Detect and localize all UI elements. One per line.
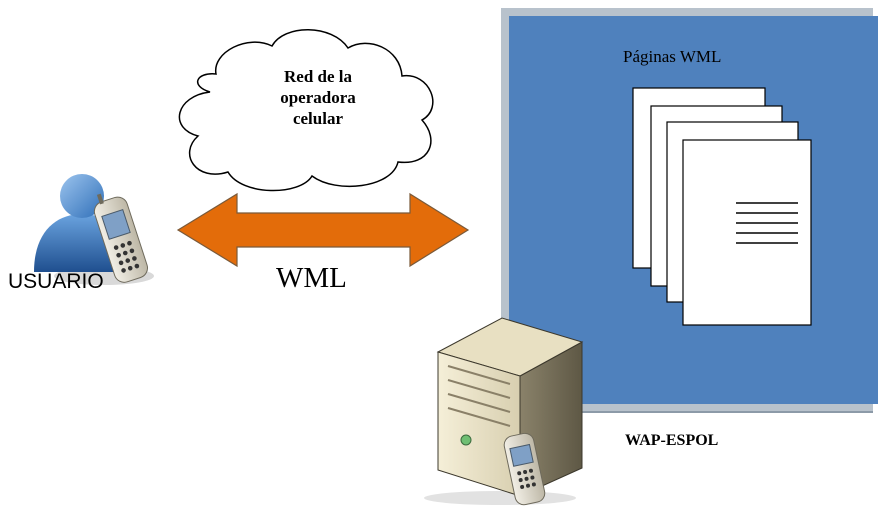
wml-pages-stack xyxy=(632,87,812,326)
cloud-label: Red de la operadora celular xyxy=(266,66,370,129)
panel-title: Páginas WML xyxy=(623,47,722,66)
network-cloud-icon xyxy=(178,29,434,192)
arrow-label: WML xyxy=(276,262,347,294)
cloud-label-line-3: celular xyxy=(292,109,344,128)
page-text-lines-icon xyxy=(736,202,798,244)
cloud-label-line-2: operadora xyxy=(280,88,356,107)
double-arrow-icon xyxy=(176,192,470,268)
server-label: WAP-ESPOL xyxy=(625,432,719,449)
cloud-label-line-1: Red de la xyxy=(284,67,352,86)
user-with-phone-icon xyxy=(34,174,154,285)
user-label: USUARIO xyxy=(8,270,104,293)
server-tower-icon xyxy=(424,317,584,506)
